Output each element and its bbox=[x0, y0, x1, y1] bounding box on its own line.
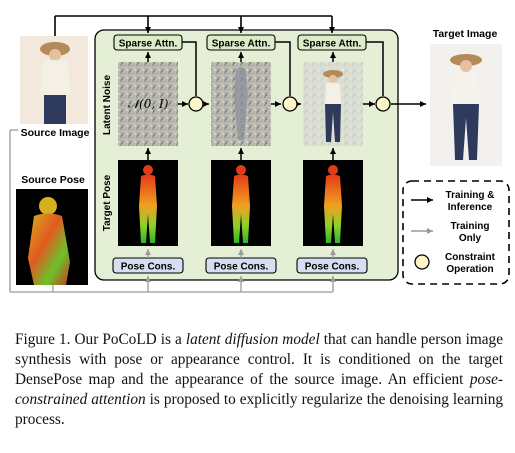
constraint-circle-2 bbox=[282, 96, 298, 112]
noise-formula: 𝒩(0, I) bbox=[128, 97, 169, 111]
target-image-label: Target Image bbox=[433, 28, 498, 40]
caption-emphasis-2: pose-constrained attention bbox=[15, 371, 503, 408]
method-diagram: Source Image Source Pose Latent Noise Ta… bbox=[9, 15, 510, 293]
latent-noise-image-3 bbox=[303, 62, 363, 146]
legend-training-only-1: Training bbox=[451, 221, 490, 232]
latent-noise-image-1: 𝒩(0, I) bbox=[118, 62, 178, 146]
caption-text-2: that can handle person image synthesis w… bbox=[15, 331, 503, 388]
caption-emphasis-1: latent diffusion model bbox=[185, 331, 320, 348]
training-only-lines bbox=[9, 129, 336, 293]
source-pose-label: Source Pose bbox=[21, 174, 85, 186]
pose-cons-box-3: Pose Cons. bbox=[296, 257, 368, 274]
sparse-attn-box-1: Sparse Attn. bbox=[113, 34, 183, 51]
column-arrows bbox=[145, 52, 336, 160]
source-image bbox=[20, 36, 88, 124]
target-image bbox=[430, 44, 502, 166]
target-pose-image-3 bbox=[303, 160, 363, 246]
latent-noise-label: Latent Noise bbox=[102, 75, 113, 135]
legend-training-only-2: Only bbox=[459, 233, 482, 244]
source-pose-image bbox=[16, 189, 88, 285]
sparse-attn-label-2: Sparse Attn. bbox=[212, 39, 271, 50]
legend-training-inference-1: Training & bbox=[446, 190, 495, 201]
target-pose-label: Target Pose bbox=[102, 174, 113, 231]
pose-cons-label-2: Pose Cons. bbox=[214, 262, 269, 273]
caption-label: Figure 1. bbox=[15, 331, 71, 348]
sparse-attn-box-2: Sparse Attn. bbox=[206, 34, 276, 51]
pose-cons-label-3: Pose Cons. bbox=[305, 262, 360, 273]
pose-cons-box-2: Pose Cons. bbox=[205, 257, 277, 274]
pose-cons-label-1: Pose Cons. bbox=[121, 262, 176, 273]
target-pose-image-2 bbox=[211, 160, 271, 246]
target-pose-image-1 bbox=[118, 160, 178, 246]
constraint-circle-1 bbox=[188, 96, 204, 112]
flow-lines bbox=[178, 41, 426, 107]
caption-text-3: is proposed to explicitly regularize the… bbox=[15, 391, 504, 428]
legend-constraint-1: Constraint bbox=[445, 252, 496, 263]
legend-training-inference-2: Inference bbox=[448, 202, 493, 213]
figure-caption: Figure 1. Our PoCoLD is a latent diffusi… bbox=[15, 330, 503, 430]
source-image-label: Source Image bbox=[21, 127, 90, 139]
legend-constraint-circle bbox=[414, 254, 430, 270]
latent-noise-image-2 bbox=[211, 62, 271, 146]
pose-cons-arrows bbox=[145, 249, 336, 258]
constraint-circle-3 bbox=[375, 96, 391, 112]
pose-cons-box-1: Pose Cons. bbox=[112, 257, 184, 274]
sparse-attn-box-3: Sparse Attn. bbox=[297, 34, 367, 51]
training-inference-lines bbox=[54, 15, 335, 36]
legend-constraint-2: Operation bbox=[446, 264, 493, 275]
caption-text-1: Our PoCoLD is a bbox=[70, 331, 186, 348]
sparse-attn-label-1: Sparse Attn. bbox=[119, 39, 178, 50]
legend: Training & Inference Training Only Const… bbox=[402, 180, 510, 285]
sparse-attn-label-3: Sparse Attn. bbox=[303, 39, 362, 50]
